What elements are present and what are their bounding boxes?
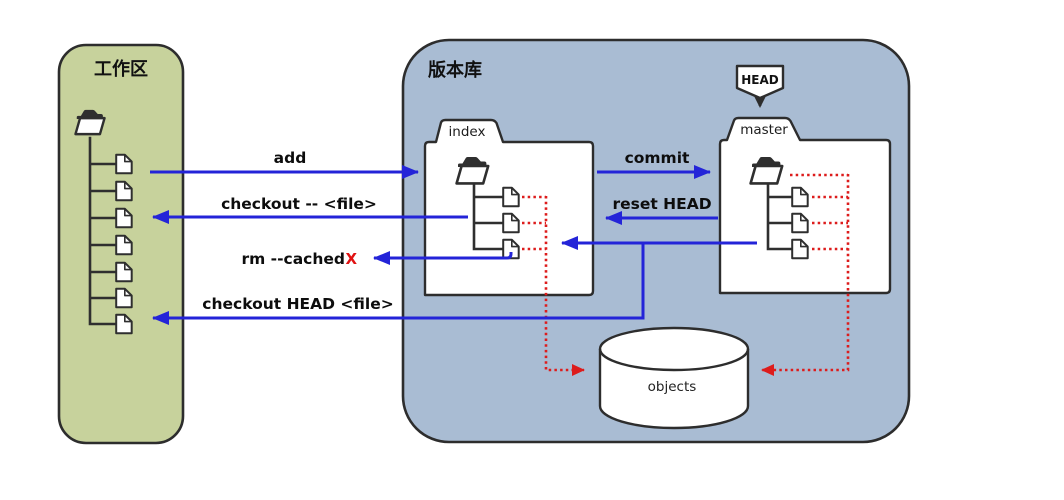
master-object-links [761,173,850,376]
add-label: add [274,149,307,167]
head-badge: HEAD [735,64,785,108]
master-folder-label: master [740,122,788,138]
objects-store-label: objects [648,379,697,395]
head-badge-label: HEAD [741,73,779,87]
commit-label: commit [625,149,690,167]
index-folder-label: index [449,124,486,140]
checkout-file-label: checkout -- <file> [221,195,377,213]
repository-title: 版本库 [428,59,482,81]
index-folder: index [423,118,595,297]
objects-store: objects [598,326,750,430]
reset-head-label: reset HEAD [612,195,711,213]
workspace-title: 工作区 [94,58,148,80]
master-folder: master [718,116,892,295]
workspace-file-tree [74,108,133,335]
command-arrows [150,165,757,325]
checkout-head-file-label: checkout HEAD <file> [202,295,393,313]
index-object-links [522,195,585,376]
rm-cached-arrow [373,251,513,265]
rm-cached-label: rm --cached [241,250,345,268]
rm-cached-x-mark: X [346,250,358,268]
checkout-head-file-arrow [152,243,645,325]
